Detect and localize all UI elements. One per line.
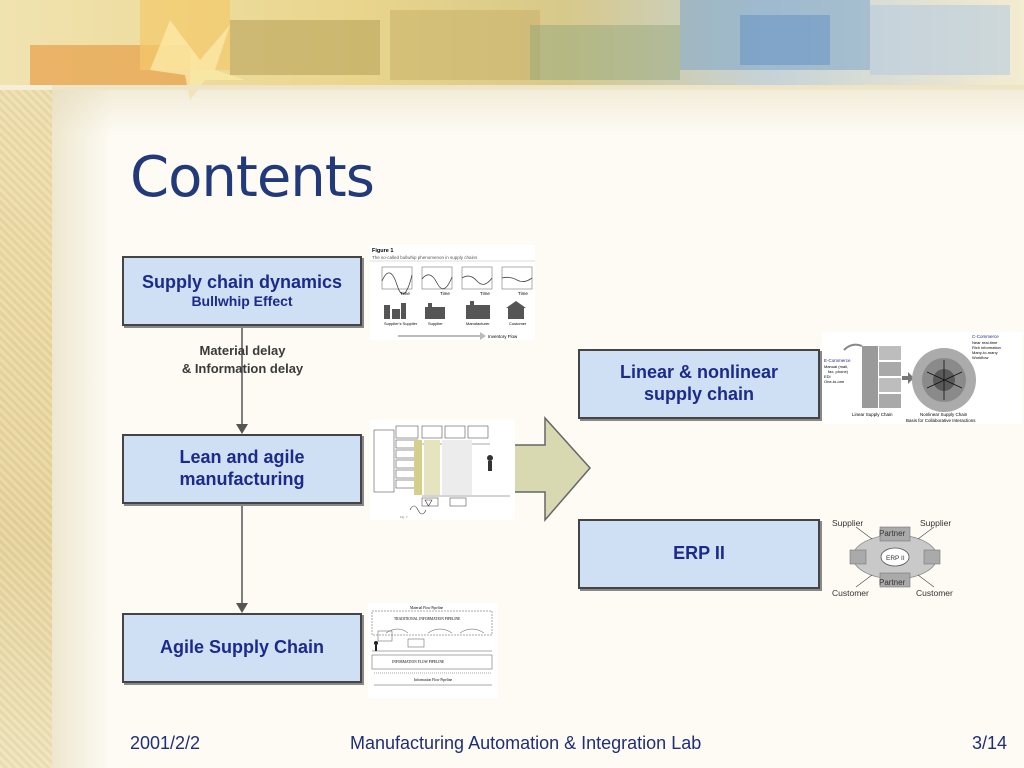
figure-caption: Linear Supply Chain — [852, 412, 893, 417]
figure-caption: Nonlinear Supply Chain — [920, 412, 968, 417]
box-line: Lean and agile — [179, 447, 305, 468]
axis-label: Time — [518, 291, 528, 296]
box-line: manufacturing — [179, 469, 305, 489]
figure-text: Information Flow Pipeline — [414, 678, 453, 682]
slide-title: Contents — [130, 145, 375, 210]
erp-label: Supplier — [920, 518, 951, 528]
figure-text: Workflow — [972, 355, 988, 360]
box-subtitle: Bullwhip Effect — [191, 293, 293, 310]
box-title: ERP II — [673, 543, 725, 564]
erp-figure: ERP II Supplier Supplier Partner Partner… — [832, 518, 953, 598]
box-line: Linear & nonlinear — [619, 362, 779, 383]
top-shadow — [52, 85, 1024, 135]
left-shadow — [52, 0, 112, 768]
figure-text: One-to-one — [824, 379, 845, 384]
stage-label: Manufacturer — [466, 321, 490, 326]
figure-text: INFORMATION FLOW PIPELINE — [392, 660, 445, 664]
delay-note: Material delay & Information delay — [150, 342, 335, 377]
top-decorative-banner — [0, 0, 1024, 100]
figure-text: Rich information — [972, 345, 1001, 350]
figure-text: fax, phone) — [828, 369, 849, 374]
stage-label: Customer — [509, 321, 527, 326]
erp-label: Supplier — [832, 518, 863, 528]
figure-text: Many-to-many — [972, 350, 998, 355]
note-line: & Information delay — [181, 360, 304, 376]
erp-label: Customer — [916, 588, 953, 598]
axis-label: Time — [440, 291, 450, 296]
figure-subtitle: The so-called bullwhip phenomenon in sup… — [372, 255, 478, 260]
axis-label: Time — [480, 291, 490, 296]
erp-label: Customer — [832, 588, 869, 598]
stage-label: Supplier — [428, 321, 443, 326]
scm-figure: E-Commerce Manual (mail, fax, phone) EDI… — [822, 332, 1022, 424]
figure-text: Material Flow Pipeline — [410, 606, 444, 610]
arrowhead — [236, 603, 248, 613]
erp-ii-box[interactable]: ERP II — [578, 519, 820, 589]
arrowhead — [236, 424, 248, 434]
figure-text: TRADITIONAL INFORMATION PIPELINE — [394, 617, 461, 621]
agile-chain-figure: Material Flow Pipeline TRADITIONAL INFOR… — [368, 603, 498, 698]
left-decorative-strip — [0, 0, 52, 768]
agile-supply-chain-box[interactable]: Agile Supply Chain — [122, 613, 362, 683]
box-title: Supply chain dynamics — [141, 271, 343, 292]
figure-text: EDI — [824, 374, 831, 379]
erp-label: Partner — [879, 578, 906, 587]
erp-label: Partner — [879, 529, 906, 538]
figure-text: E-Commerce — [824, 358, 851, 363]
figure-caption: Basis for Collaborative Interactions — [906, 418, 976, 423]
erp-center-label: ERP II — [886, 555, 905, 562]
flow-label: Inventory Flow — [488, 334, 518, 339]
axis-label: Time — [400, 291, 410, 296]
figure-text: C-Commerce — [972, 334, 999, 339]
bullwhip-figure: Figure 1 The so-called bullwhip phenomen… — [370, 245, 535, 340]
footer-lab: Manufacturing Automation & Integration L… — [350, 733, 702, 753]
box-line: supply chain — [643, 384, 755, 404]
lean-agile-box[interactable]: Lean and agile manufacturing — [122, 434, 362, 504]
box-title: Agile Supply Chain — [159, 637, 324, 658]
svg-text:Fig. 7.: Fig. 7. — [400, 515, 409, 519]
figure-caption: Figure 1 — [372, 248, 393, 254]
linear-nonlinear-box[interactable]: Linear & nonlinear supply chain — [578, 349, 820, 419]
supply-chain-dynamics-box[interactable]: Supply chain dynamics Bullwhip Effect — [122, 256, 362, 326]
note-line: Material delay — [199, 343, 286, 358]
stage-label: Supplier's Supplier — [384, 321, 418, 326]
figure-text: Manual (mail, — [824, 364, 848, 369]
lean-agile-figure: Fig. 7. — [370, 420, 515, 520]
figure-text: Near real-time — [972, 340, 998, 345]
footer-date: 2001/2/2 — [130, 733, 201, 753]
footer-page-number: 3/14 — [972, 733, 1008, 753]
